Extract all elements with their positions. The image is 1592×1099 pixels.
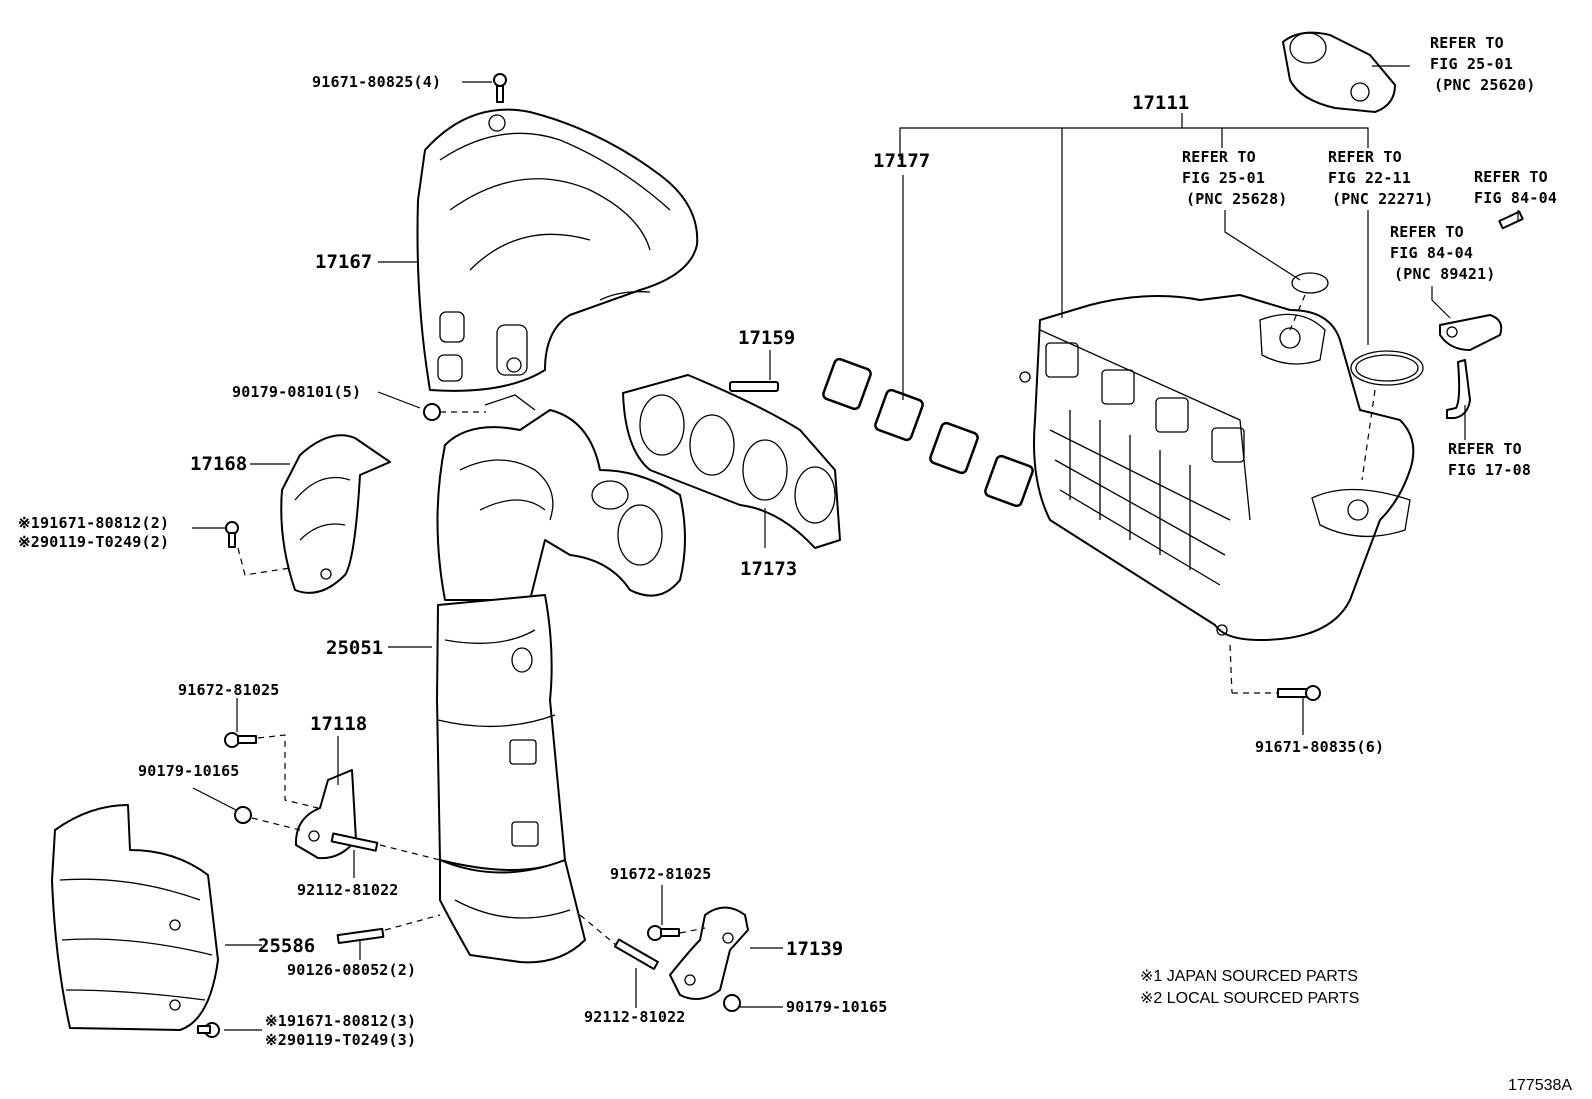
stud-90126-08052[interactable] xyxy=(336,927,385,945)
nut-90179-10165-lower[interactable] xyxy=(723,994,741,1012)
bolt-fig-84-04[interactable] xyxy=(1498,210,1524,230)
catalytic-converter-25051[interactable] xyxy=(436,594,586,964)
label-91671-80825[interactable]: 91671-80825(4) xyxy=(312,73,441,91)
stud-92112-81022-upper[interactable] xyxy=(330,832,379,852)
ref-fig-22-11-pnc-22271[interactable]: REFER TO FIG 22-11 (PNC 22271) xyxy=(1328,148,1434,208)
o-ring-25628[interactable] xyxy=(1291,272,1329,294)
sensor-89421[interactable] xyxy=(1439,314,1503,351)
label-1-91671-80812-3[interactable]: ※191671-80812(3) xyxy=(265,1012,416,1030)
reference-callouts: REFER TO FIG 25-01 (PNC 25620) REFER TO … xyxy=(1182,34,1557,479)
bracket-17139[interactable] xyxy=(669,906,749,1000)
exhaust-manifold[interactable] xyxy=(436,394,686,601)
legend-notes: ※1 JAPAN SOURCED PARTS ※2 LOCAL SOURCED … xyxy=(1140,968,1359,1007)
bolt-91672-81025-upper[interactable] xyxy=(224,732,257,748)
svg-text:(PNC 89421): (PNC 89421) xyxy=(1394,265,1496,283)
heat-insulator-25586[interactable] xyxy=(51,804,219,1031)
ref-fig-84-04[interactable]: REFER TO FIG 84-04 xyxy=(1474,168,1557,207)
label-90179-10165-upper[interactable]: 90179-10165 xyxy=(138,762,240,780)
label-92112-81022-lower[interactable]: 92112-81022 xyxy=(584,1008,686,1026)
dashed-lines xyxy=(237,294,1376,946)
note-japan-sourced: ※1 JAPAN SOURCED PARTS xyxy=(1140,968,1358,985)
bolt-91671-80812-upper[interactable] xyxy=(225,521,239,548)
svg-text:(PNC 25628): (PNC 25628) xyxy=(1186,190,1288,208)
svg-text:REFER TO: REFER TO xyxy=(1328,148,1402,166)
label-25051[interactable]: 25051 xyxy=(326,637,383,659)
hose-17-08[interactable] xyxy=(1446,359,1471,419)
label-17159[interactable]: 17159 xyxy=(738,327,795,349)
label-17118[interactable]: 17118 xyxy=(310,713,367,735)
svg-text:FIG 84-04: FIG 84-04 xyxy=(1390,244,1473,262)
svg-text:REFER TO: REFER TO xyxy=(1182,148,1256,166)
svg-text:FIG 84-04: FIG 84-04 xyxy=(1474,189,1557,207)
nut-90179-08101[interactable] xyxy=(423,403,441,421)
label-91672-81025-upper[interactable]: 91672-81025 xyxy=(178,681,280,699)
label-17139[interactable]: 17139 xyxy=(786,938,843,960)
label-91672-81025-lower[interactable]: 91672-81025 xyxy=(610,865,712,883)
gasket-17177-set[interactable] xyxy=(822,357,1034,508)
label-90179-08101[interactable]: 90179-08101(5) xyxy=(232,383,361,401)
label-2-90119-T0249-3[interactable]: ※290119-T0249(3) xyxy=(265,1031,416,1049)
label-92112-81022-upper[interactable]: 92112-81022 xyxy=(297,881,399,899)
ref-fig-84-04-pnc-89421[interactable]: REFER TO FIG 84-04 (PNC 89421) xyxy=(1390,223,1496,283)
ref-fig-17-08[interactable]: REFER TO FIG 17-08 xyxy=(1448,440,1531,479)
note-local-sourced: ※2 LOCAL SOURCED PARTS xyxy=(1140,990,1359,1007)
label-90179-10165-lower[interactable]: 90179-10165 xyxy=(786,998,888,1016)
label-1-91671-80812-2[interactable]: ※191671-80812(2) xyxy=(18,514,169,532)
diagram-id: 177538A xyxy=(1508,1077,1572,1094)
gasket-17173[interactable] xyxy=(622,374,841,549)
svg-text:(PNC 22271): (PNC 22271) xyxy=(1332,190,1434,208)
bolt-91672-81025-lower[interactable] xyxy=(647,925,680,941)
label-17167[interactable]: 17167 xyxy=(315,251,372,273)
heat-insulator-17167[interactable] xyxy=(416,108,699,392)
ref-fig-25-01-pnc-25628[interactable]: REFER TO FIG 25-01 (PNC 25628) xyxy=(1182,148,1288,208)
part-labels: 91671-80825(4) 17167 90179-08101(5) 1716… xyxy=(18,73,1384,1049)
nut-90179-10165-upper[interactable] xyxy=(234,806,252,824)
label-17177[interactable]: 17177 xyxy=(873,150,930,172)
svg-text:REFER TO: REFER TO xyxy=(1390,223,1464,241)
label-17168[interactable]: 17168 xyxy=(190,453,247,475)
svg-text:FIG 25-01: FIG 25-01 xyxy=(1182,169,1265,187)
label-17111[interactable]: 17111 xyxy=(1132,92,1189,114)
label-90126-08052[interactable]: 90126-08052(2) xyxy=(287,961,416,979)
label-25586[interactable]: 25586 xyxy=(258,935,315,957)
label-2-90119-T0249-2[interactable]: ※290119-T0249(2) xyxy=(18,533,169,551)
label-91671-80835[interactable]: 91671-80835(6) xyxy=(1255,738,1384,756)
throttle-body[interactable] xyxy=(1282,31,1396,113)
svg-text:FIG 22-11: FIG 22-11 xyxy=(1328,169,1411,187)
leader-lines xyxy=(192,65,1519,1031)
svg-text:REFER TO: REFER TO xyxy=(1430,34,1504,52)
o-ring-22271[interactable] xyxy=(1350,350,1424,386)
bolt-91671-80825[interactable] xyxy=(493,73,507,103)
svg-text:FIG 25-01: FIG 25-01 xyxy=(1430,55,1513,73)
label-17173[interactable]: 17173 xyxy=(740,558,797,580)
svg-text:(PNC 25620): (PNC 25620) xyxy=(1434,76,1536,94)
stud-17159[interactable] xyxy=(729,381,779,392)
svg-text:REFER TO: REFER TO xyxy=(1448,440,1522,458)
svg-text:REFER TO: REFER TO xyxy=(1474,168,1548,186)
svg-text:FIG 17-08: FIG 17-08 xyxy=(1448,461,1531,479)
bolt-91671-80812-lower[interactable] xyxy=(197,1022,220,1038)
stud-92112-81022-lower[interactable] xyxy=(613,938,659,970)
intake-manifold-17111[interactable] xyxy=(1019,294,1415,641)
bolt-91671-80835[interactable] xyxy=(1277,685,1321,701)
ref-fig-25-01-pnc-25620[interactable]: REFER TO FIG 25-01 (PNC 25620) xyxy=(1430,34,1536,94)
heat-insulator-17168[interactable] xyxy=(280,434,391,594)
